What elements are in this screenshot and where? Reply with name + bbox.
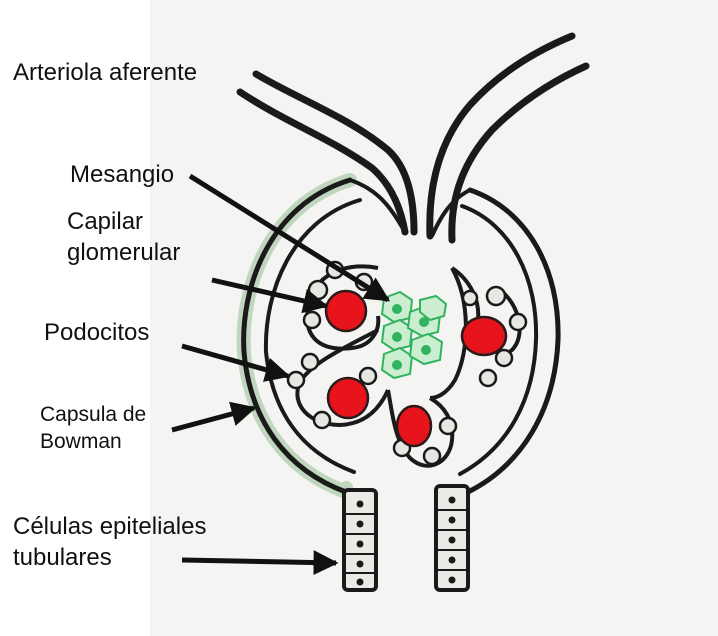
label-arteriola-text: Arteriola aferente [13, 59, 197, 86]
arrow-capsula [172, 408, 254, 430]
label-podocitos-text: Podocitos [44, 319, 149, 346]
label-capilar-glomerular: Capilar glomerular [67, 207, 180, 268]
proximal-tubule [344, 486, 468, 590]
label-capilar-line-1: Capilar [67, 207, 180, 238]
label-mesangio-text: Mesangio [70, 161, 174, 188]
label-podocitos: Podocitos [44, 318, 149, 349]
label-capsula-line-2: Bowman [40, 429, 146, 456]
label-mesangio: Mesangio [70, 160, 174, 191]
label-arteriola-aferente: Arteriola aferente [13, 58, 197, 89]
label-celulas-epiteliales: Células epiteliales tubulares [13, 512, 206, 573]
mesangial-cells [382, 292, 446, 378]
arrow-podocitos [182, 346, 288, 376]
label-capilar-line-2: glomerular [67, 238, 180, 269]
label-capsula-line-1: Capsula de [40, 402, 146, 429]
label-celulas-line-1: Células epiteliales [13, 512, 206, 543]
label-capsula-de-bowman: Capsula de Bowman [40, 402, 146, 456]
label-celulas-line-2: tubulares [13, 543, 206, 574]
